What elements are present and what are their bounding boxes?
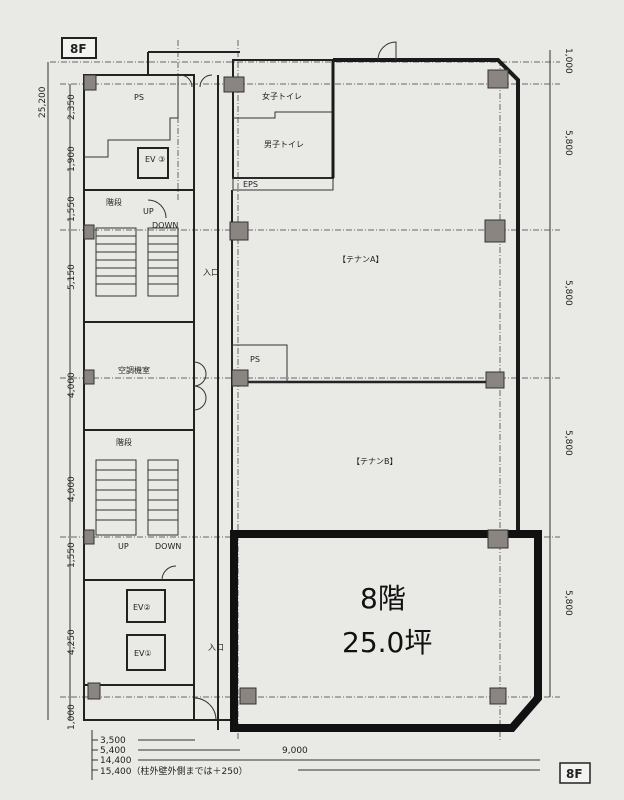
label-entrance-top: 入口 [203, 268, 219, 277]
dim-left-7: 4,250 [67, 629, 77, 655]
toilet-walls [232, 59, 334, 191]
dim-bottom-1: 5,400 [100, 746, 126, 756]
dim-left-5: 4,000 [67, 476, 77, 502]
dim-bottom-3: 15,400（柱外壁外側までは＋250） [100, 765, 248, 777]
room-label-tenant-b: 【テナンB】 [352, 457, 398, 466]
dim-left-total: 25,200 [38, 86, 48, 118]
dim-bottom-2: 14,400 [100, 756, 132, 766]
dim-left-0: 2,350 [67, 94, 77, 120]
label-down-top: DOWN [152, 221, 178, 230]
dim-bottom-0: 3,500 [100, 736, 126, 746]
room-label-ev3: EV ③ [145, 155, 165, 164]
label-up-top: UP [143, 207, 154, 216]
room-label-ps-top: PS [134, 93, 144, 102]
label-entrance-bottom: 入口 [208, 643, 224, 652]
highlight-floor: 8階 [360, 582, 406, 615]
dim-left-3: 5,150 [67, 264, 77, 290]
room-label-stairs-bottom: 階段 [116, 437, 132, 447]
dim-bottom-right: 9,000 [282, 746, 308, 756]
room-label-aircon-room: 空調機室 [118, 365, 150, 375]
floor-label-box [61, 37, 97, 59]
columns [83, 69, 509, 705]
room-label-eps: EPS [243, 180, 258, 189]
dim-left-1: 1,900 [67, 146, 77, 172]
dim-left-4: 4,000 [67, 372, 77, 398]
room-label-stairs-top: 階段 [106, 197, 122, 207]
room-label-ev2: EV② [133, 603, 151, 612]
highlighted-unit-outline [230, 530, 542, 732]
dim-left-8: 1,000 [67, 704, 77, 730]
label-down-bottom: DOWN [155, 542, 181, 551]
dim-right-3: 5,800 [563, 430, 573, 456]
dim-right-0: 1,000 [563, 48, 573, 74]
room-label-ev1: EV① [134, 649, 152, 658]
stairs-top [95, 227, 179, 297]
label-up-bottom: UP [118, 542, 129, 551]
doors [147, 41, 397, 721]
room-label-mens-toilet: 男子トイレ [264, 140, 304, 149]
room-label-tenant-a: 【テナンA】 [338, 255, 383, 264]
dim-right-2: 5,800 [563, 280, 573, 306]
room-label-ps-mid: PS [250, 355, 260, 364]
dim-left-6: 1,550 [67, 542, 77, 568]
floor-label-bottom-box [559, 762, 591, 784]
dim-left-2: 1,550 [67, 196, 77, 222]
stairs-bottom [95, 459, 179, 536]
dimension-lines [47, 50, 551, 780]
core-walls [83, 51, 240, 730]
highlight-area: 25.0坪 [342, 626, 432, 659]
dim-right-4: 5,800 [563, 590, 573, 616]
dim-right-1: 5,800 [563, 130, 573, 156]
floor-label: 8F [70, 42, 87, 56]
floor-label-bottom: 8F [566, 767, 583, 781]
room-label-womens-toilet: 女子トイレ [262, 91, 302, 101]
